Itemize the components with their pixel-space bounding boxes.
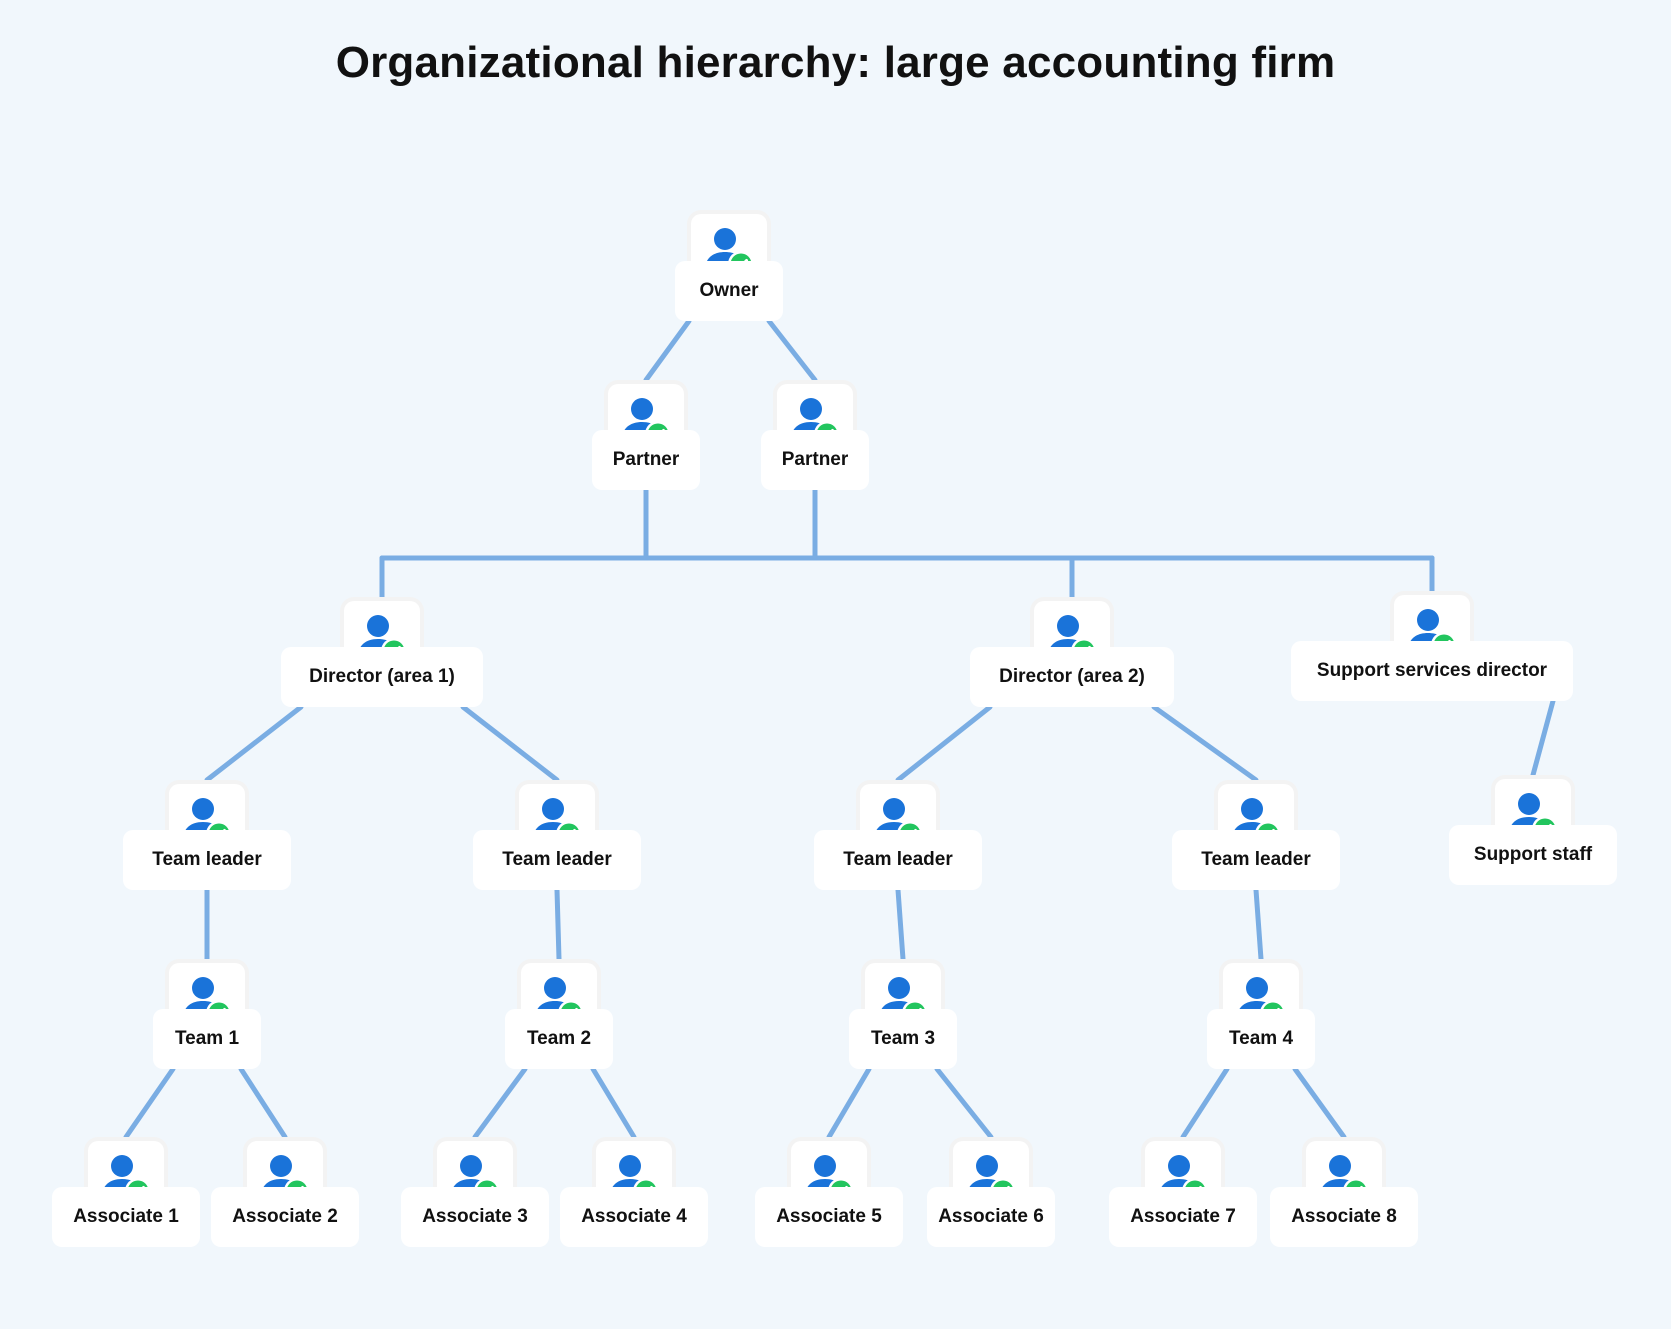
node-label: Associate 3 xyxy=(401,1187,549,1247)
connector-line xyxy=(934,1066,994,1140)
connector-line xyxy=(643,318,692,383)
node-label: Team leader xyxy=(473,830,641,890)
diagram-title: Organizational hierarchy: large accounti… xyxy=(335,38,1336,87)
node-label: Associate 8 xyxy=(1270,1187,1418,1247)
node-label: Team 2 xyxy=(505,1009,613,1069)
node-label: Associate 6 xyxy=(927,1187,1055,1247)
connector-line xyxy=(1180,1066,1230,1140)
connector-line xyxy=(1253,887,1264,962)
node-label: Director (area 1) xyxy=(281,647,483,707)
connector-line xyxy=(895,887,906,962)
node-label: Team 3 xyxy=(849,1009,957,1069)
node-label: Associate 7 xyxy=(1109,1187,1257,1247)
connector-line xyxy=(1151,704,1259,783)
node-label: Support services director xyxy=(1291,641,1573,701)
node-label: Team leader xyxy=(1172,830,1340,890)
node-label: Partner xyxy=(592,430,700,490)
node-label: Owner xyxy=(675,261,783,321)
connector-line xyxy=(554,887,562,962)
connector-line xyxy=(590,1066,637,1140)
node-label: Team leader xyxy=(814,830,982,890)
connector-line xyxy=(204,704,304,783)
connector-line xyxy=(1292,1066,1347,1140)
node-label: Associate 2 xyxy=(211,1187,359,1247)
connector-line xyxy=(766,318,818,383)
connector-line xyxy=(826,1066,872,1140)
connector-line xyxy=(472,1066,528,1140)
node-label: Team 1 xyxy=(153,1009,261,1069)
node-label: Team leader xyxy=(123,830,291,890)
node-label: Support staff xyxy=(1449,825,1617,885)
connector-line xyxy=(1530,698,1556,778)
node-label: Associate 1 xyxy=(52,1187,200,1247)
node-label: Director (area 2) xyxy=(970,647,1174,707)
connector-line xyxy=(895,704,993,783)
connector-line xyxy=(460,704,560,783)
node-label: Associate 4 xyxy=(560,1187,708,1247)
connector-line xyxy=(123,1066,176,1140)
node-label: Associate 5 xyxy=(755,1187,903,1247)
node-label: Partner xyxy=(761,430,869,490)
node-label: Team 4 xyxy=(1207,1009,1315,1069)
connector-line xyxy=(238,1066,288,1140)
